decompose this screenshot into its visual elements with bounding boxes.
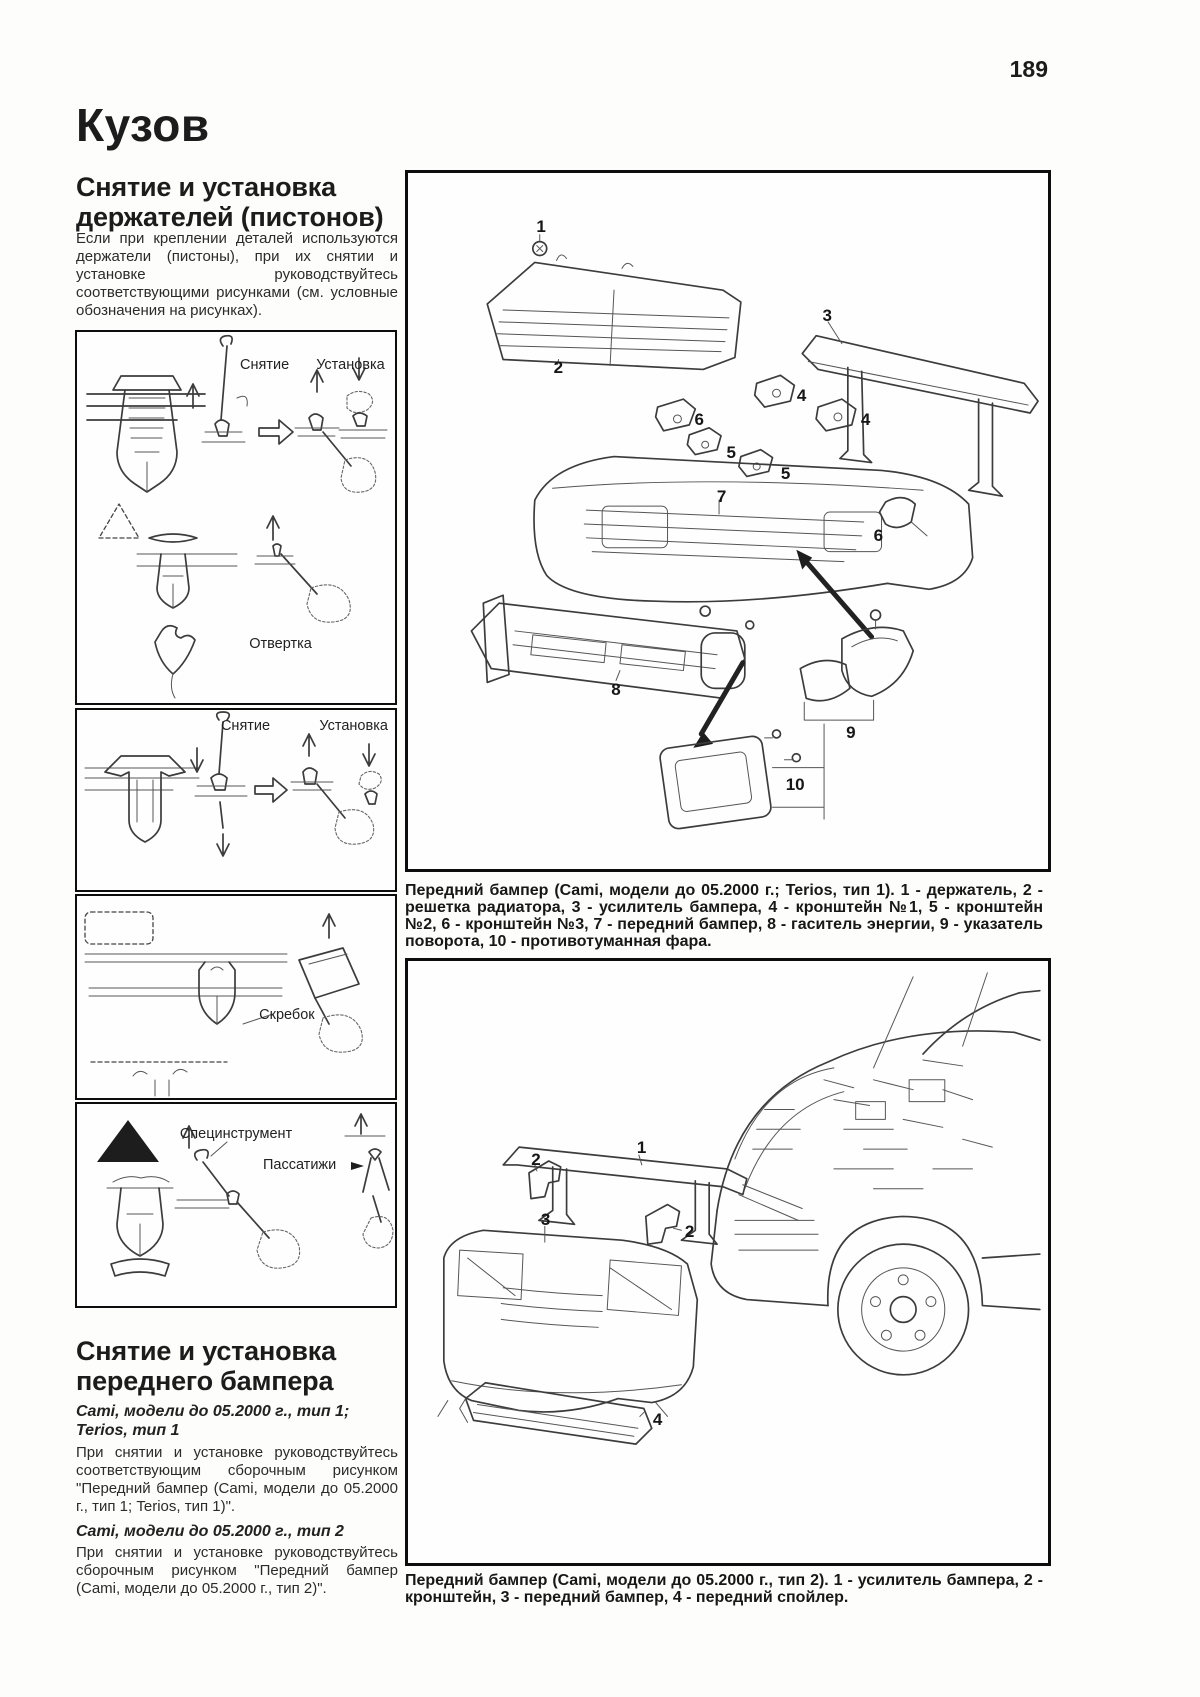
figure-clip-scraper: Скребок (75, 894, 397, 1100)
figure2-caption: Передний бампер (Cami, модели до 05.2000… (405, 1572, 1043, 1606)
figure-label: Снятие (240, 357, 290, 374)
figure-clip-removal-type2: Снятие Установка (75, 708, 397, 892)
variant2-title: Cami, модели до 05.2000 г., тип 2 (76, 1523, 344, 1540)
part-number-label: 1 (536, 217, 546, 237)
figure-label: Снятие (220, 718, 271, 735)
part-number-label: 6 (873, 526, 884, 546)
section-heading-holders: Снятие и установка держателей (пистонов) (76, 172, 384, 233)
front-bumper-type1-drawing (470, 234, 1039, 830)
variant1-title: Cami, модели до 05.2000 г., тип 1; Terio… (76, 1403, 350, 1439)
part-number-label: 4 (860, 410, 871, 430)
clip-special-tool-illustration (97, 1113, 394, 1277)
figure-label: Установка (316, 357, 385, 374)
section-heading-front-bumper: Снятие и установка переднего бампера (76, 1336, 336, 1397)
figure1-caption: Передний бампер (Cami, модели до 05.2000… (405, 882, 1043, 950)
part-number-label: 1 (636, 1137, 647, 1157)
page-number: 189 (1009, 56, 1048, 82)
clip-scraper-illustration (84, 911, 363, 1097)
front-bumper-type2-drawing (437, 972, 1041, 1445)
part-number-label: 5 (780, 463, 791, 483)
figure-label: Специнструмент (179, 1126, 293, 1143)
figure-front-bumper-type2: 2 1 3 2 4 (405, 958, 1051, 1566)
part-number-label: 2 (553, 357, 564, 377)
figure-label: Отвертка (249, 635, 312, 652)
part-number-label: 4 (652, 1410, 663, 1430)
figure-label: Скребок (259, 1007, 315, 1024)
part-number-label: 3 (540, 1209, 551, 1229)
part-number-label: 4 (796, 385, 807, 405)
variant2-body: При снятии и установке руководствуйтесь … (76, 1544, 398, 1597)
section-body-holders: Если при креплении деталей используются … (76, 230, 398, 319)
clip-type1-illustration (86, 334, 388, 699)
clip-type2-illustration (84, 711, 382, 857)
page-title: Кузов (76, 99, 210, 151)
figure-front-bumper-type1: 1 2 3 6 4 4 5 5 7 6 8 9 10 (405, 170, 1051, 872)
part-number-label: 9 (846, 723, 856, 743)
part-number-label: 10 (785, 775, 805, 795)
figure-label: Установка (319, 718, 388, 735)
part-number-label: 7 (716, 487, 727, 507)
part-number-label: 2 (684, 1221, 695, 1241)
figure-label: Пассатижи (262, 1156, 337, 1173)
part-number-label: 6 (694, 410, 704, 430)
variant1-body: При снятии и установке руководствуйтесь … (76, 1444, 398, 1515)
part-number-label: 5 (726, 442, 736, 462)
part-number-label: 3 (822, 305, 832, 325)
part-number-label: 8 (611, 680, 621, 700)
part-number-label: 2 (531, 1149, 541, 1169)
